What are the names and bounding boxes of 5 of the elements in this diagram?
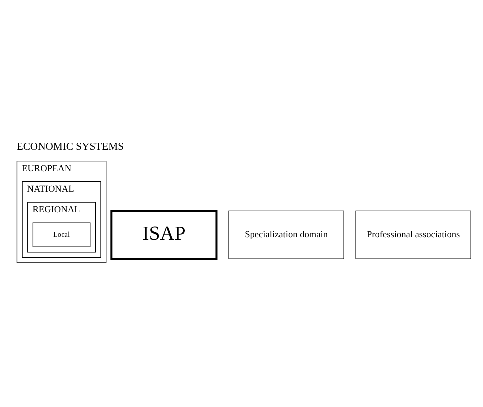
node-box: Professional associations xyxy=(356,210,472,260)
node-box: ISAP xyxy=(110,210,218,260)
diagram-title: ECONOMIC SYSTEMS xyxy=(16,142,124,153)
node-box: Specialization domain xyxy=(228,210,344,260)
node-box: Local xyxy=(32,222,91,248)
